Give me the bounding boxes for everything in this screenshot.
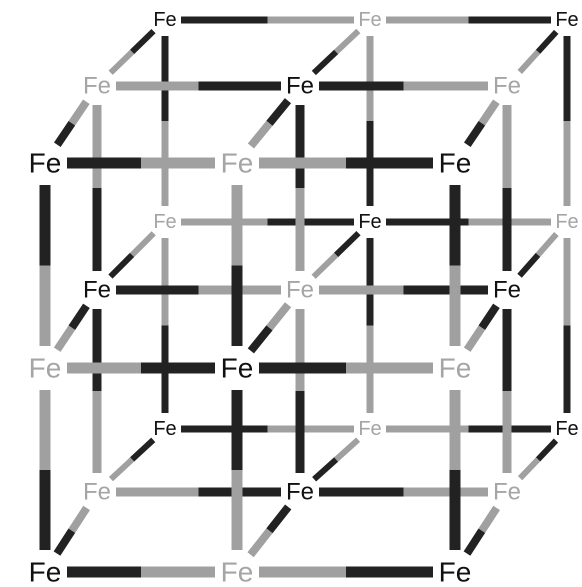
middle-atom-label: Fe [493, 73, 521, 100]
depth-bond-half-a [68, 99, 90, 126]
atom-background [437, 149, 473, 177]
front-atom-label: Fe [221, 557, 254, 587]
depth-bond-half-b [108, 252, 135, 279]
depth-bond-half-a [266, 302, 292, 331]
depth-bond-half-b [108, 49, 135, 75]
depth-bond-half-a [334, 437, 361, 462]
atom-background [357, 419, 383, 439]
front-atom-label: Fe [439, 353, 472, 384]
atom-background [492, 480, 522, 504]
atom-background [554, 212, 580, 232]
back-atom-label: Fe [153, 418, 176, 440]
middle-atom-label: Fe [83, 479, 111, 506]
atom-background [152, 10, 178, 30]
front-atom-label: Fe [29, 148, 62, 179]
bond-layer [39, 16, 571, 578]
back-atom-label: Fe [358, 418, 381, 440]
atom-background [357, 10, 383, 30]
depth-bond-half-b [463, 325, 486, 352]
front-atom-label: Fe [29, 353, 62, 384]
atom-background [285, 74, 315, 98]
front-atom-label: Fe [221, 148, 254, 179]
middle-atom-label: Fe [493, 479, 521, 506]
back-atom-label: Fe [153, 9, 176, 31]
depth-bond-half-a [129, 28, 156, 55]
middle-atom-label: Fe [83, 277, 111, 304]
atom-background [219, 558, 255, 586]
depth-bond-half-b [517, 457, 541, 481]
depth-bond-half-a [68, 505, 90, 533]
middle-atom-label: Fe [286, 479, 314, 506]
atom-background [285, 278, 315, 302]
back-atom-label: Fe [153, 211, 176, 233]
atom-background [437, 354, 473, 382]
depth-bond-half-a [478, 99, 500, 126]
atom-background [285, 480, 315, 504]
atom-background [27, 149, 63, 177]
atom-background [219, 354, 255, 382]
atom-background [27, 354, 63, 382]
back-atom-label: Fe [358, 211, 381, 233]
depth-bond-half-a [478, 505, 500, 533]
atom-background [82, 480, 112, 504]
depth-bond-half-b [311, 49, 339, 76]
depth-bond-half-a [266, 504, 292, 534]
depth-bond-half-a [68, 303, 90, 330]
atom-background [82, 74, 112, 98]
atom-background [357, 212, 383, 232]
atom-background [492, 74, 522, 98]
depth-bond-half-a [333, 230, 361, 258]
atom-background [492, 278, 522, 302]
depth-bond-half-b [53, 528, 76, 556]
atom-background [152, 419, 178, 439]
atom-background [219, 149, 255, 177]
depth-bond-half-a [130, 437, 156, 462]
back-atom-label: Fe [358, 9, 381, 31]
depth-bond-half-b [247, 120, 273, 149]
depth-bond-half-b [247, 325, 273, 354]
atom-background [152, 212, 178, 232]
depth-bond-half-b [311, 252, 339, 279]
depth-bond-half-b [517, 49, 541, 74]
front-atom-label: Fe [439, 148, 472, 179]
depth-bond-half-a [535, 29, 559, 54]
depth-bond-half-a [535, 438, 559, 462]
atom-background [554, 419, 580, 439]
front-atom-label: Fe [29, 557, 62, 587]
depth-bond-half-b [517, 252, 541, 278]
back-atom-label: Fe [555, 9, 578, 31]
depth-bond-half-b [463, 121, 486, 148]
front-atom-label: Fe [439, 557, 472, 587]
depth-bond-half-a [535, 232, 559, 257]
depth-bond-half-a [266, 98, 292, 126]
middle-atom-label: Fe [83, 73, 111, 100]
atom-background [554, 10, 580, 30]
back-atom-label: Fe [555, 418, 578, 440]
depth-bond-half-b [108, 457, 135, 482]
middle-atom-label: Fe [286, 73, 314, 100]
middle-atom-label: Fe [286, 277, 314, 304]
front-atom-label: Fe [221, 353, 254, 384]
depth-bond-half-a [129, 231, 156, 258]
atom-background [82, 278, 112, 302]
depth-bond-half-b [247, 528, 273, 558]
atom-background [27, 558, 63, 586]
depth-bond-half-b [312, 457, 339, 482]
back-atom-label: Fe [555, 211, 578, 233]
depth-bond-half-b [53, 325, 76, 352]
depth-bond-half-a [334, 28, 361, 55]
middle-atom-label: Fe [493, 277, 521, 304]
atom-background [437, 558, 473, 586]
depth-bond-half-b [53, 121, 76, 148]
depth-bond-half-b [463, 528, 486, 556]
depth-bond-half-a [478, 303, 500, 330]
